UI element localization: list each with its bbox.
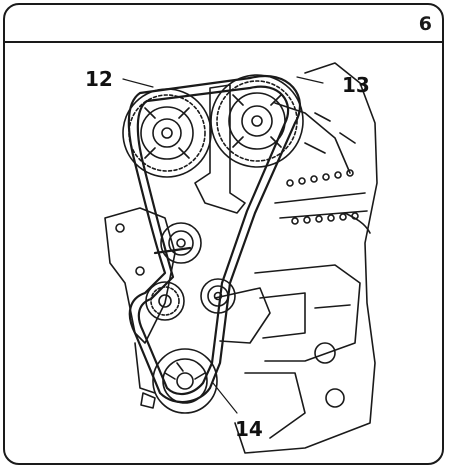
- figure-frame: 6: [3, 3, 444, 465]
- camshaft-sprocket-left: [122, 88, 212, 178]
- engine-timing-belt-illustration: [104, 62, 378, 454]
- leader-14: [212, 382, 238, 414]
- tensioner-pulley: [160, 222, 202, 264]
- front-cover: [104, 207, 271, 394]
- callout-12: 12: [85, 67, 113, 91]
- leader-13: [296, 76, 324, 84]
- crankshaft-pulley: [152, 348, 218, 414]
- callout-13: 13: [342, 73, 370, 97]
- camshaft-sprocket-right: [210, 74, 304, 168]
- intermediate-sprocket: [145, 281, 185, 321]
- engine-block: [234, 62, 378, 454]
- callout-14: 14: [235, 417, 263, 441]
- header-divider: [5, 41, 442, 43]
- idler-pulley: [200, 278, 236, 314]
- timing-belt: [127, 75, 301, 404]
- mounting-bolt: [140, 392, 156, 409]
- leader-12: [122, 78, 154, 88]
- cam-bearing-cap: [194, 84, 246, 214]
- step-number: 6: [418, 13, 432, 35]
